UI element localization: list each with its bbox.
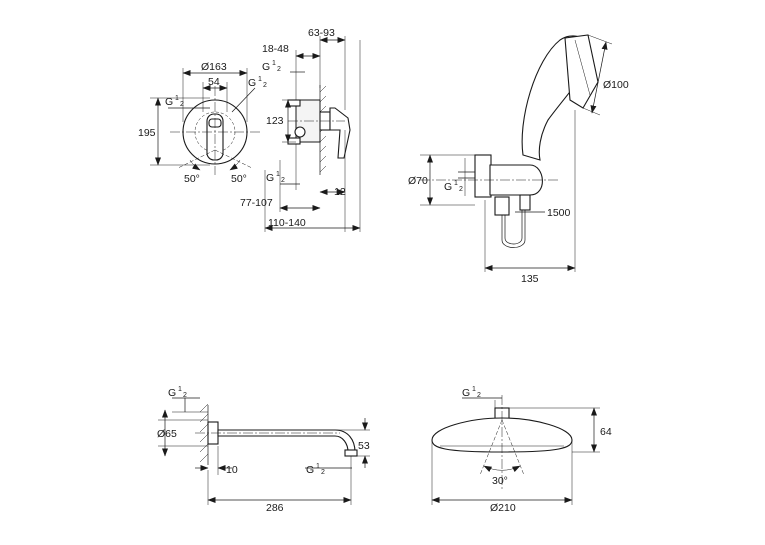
hose-connector-left — [494, 196, 510, 216]
svg-text:2: 2 — [321, 469, 325, 476]
valve-inlet-bottom — [287, 137, 301, 145]
svg-text:2: 2 — [180, 101, 184, 108]
valve-inlet-top — [287, 99, 301, 107]
svg-text:G: G — [248, 77, 256, 89]
v1-height-label: 195 — [138, 127, 156, 139]
v4-length-label: 286 — [266, 502, 284, 514]
mixer-front-view — [150, 68, 260, 175]
v1-diameter-label: Ø163 — [201, 61, 227, 73]
svg-text:G: G — [266, 172, 274, 184]
v2-dim-top-label: 63-93 — [308, 27, 335, 39]
svg-text:1: 1 — [454, 180, 458, 187]
v3-width-label: 135 — [521, 273, 539, 285]
svg-text:2: 2 — [281, 177, 285, 184]
svg-text:1: 1 — [178, 386, 182, 393]
v2-thread-left-label: G 1 2 — [262, 60, 281, 73]
arm-outlet — [344, 449, 358, 457]
v3-thread-label: G 1 2 — [444, 180, 463, 193]
head-shower-view — [431, 395, 600, 505]
svg-text:G: G — [168, 387, 176, 399]
v1-width-label: 54 — [208, 76, 220, 88]
svg-text:1: 1 — [272, 60, 276, 67]
svg-text:G: G — [306, 464, 314, 476]
v3-head-diameter-label: Ø100 — [603, 79, 629, 91]
shower-arm-view — [158, 397, 370, 505]
v1-thread-label: G 1 2 — [165, 95, 184, 108]
v4-thread-label: G 1 2 — [168, 386, 187, 399]
v2-dim-110-label: 110-140 — [268, 217, 306, 229]
v5-diameter-label: Ø210 — [490, 502, 516, 514]
v2-dim-77-label: 77-107 — [240, 197, 273, 209]
v3-base-diameter-label: Ø70 — [408, 175, 428, 187]
v1-angle-left-label: 50° — [184, 173, 200, 185]
valve-port — [294, 126, 306, 138]
mixer-side-view — [264, 36, 361, 232]
v2-height-label: 123 — [266, 115, 284, 127]
v4-outlet-thread-label: G 1 2 — [306, 463, 325, 476]
v2-dim-second-label: 18-48 — [262, 43, 289, 55]
valve-lever-side — [329, 107, 351, 159]
svg-text:2: 2 — [263, 82, 267, 89]
svg-text:1: 1 — [276, 171, 280, 178]
svg-text:G: G — [444, 181, 452, 193]
svg-text:1: 1 — [316, 463, 320, 470]
v5-angle-label: 30° — [492, 475, 508, 487]
v4-height-label: 53 — [358, 440, 370, 452]
svg-text:2: 2 — [459, 186, 463, 193]
v2-dim-12-label: 12 — [334, 186, 346, 198]
svg-text:2: 2 — [277, 66, 281, 73]
hand-shower-head — [564, 34, 599, 109]
v3-hose-length-label: 1500 — [547, 207, 571, 219]
svg-text:2: 2 — [183, 392, 187, 399]
hose-connector-right — [519, 194, 531, 211]
v4-wall-label: 10 — [226, 464, 238, 476]
svg-text:1: 1 — [258, 76, 262, 83]
svg-text:G: G — [165, 96, 173, 108]
v5-thread-label: G 1 2 — [462, 386, 481, 399]
svg-text:G: G — [262, 61, 270, 73]
hand-shower-view — [420, 34, 613, 272]
v1-thread-label-right: G 1 2 — [248, 76, 267, 89]
svg-text:1: 1 — [472, 386, 476, 393]
v2-thread-bottom-label: G 1 2 — [266, 171, 285, 184]
svg-text:1: 1 — [175, 95, 179, 102]
svg-text:2: 2 — [477, 392, 481, 399]
v1-angle-right-label: 50° — [231, 173, 247, 185]
v5-height-label: 64 — [600, 426, 612, 438]
wall-outlet-plate — [474, 154, 492, 198]
svg-text:G: G — [462, 387, 470, 399]
shower-arm — [217, 429, 356, 453]
v4-diameter-label: Ø65 — [157, 428, 177, 440]
